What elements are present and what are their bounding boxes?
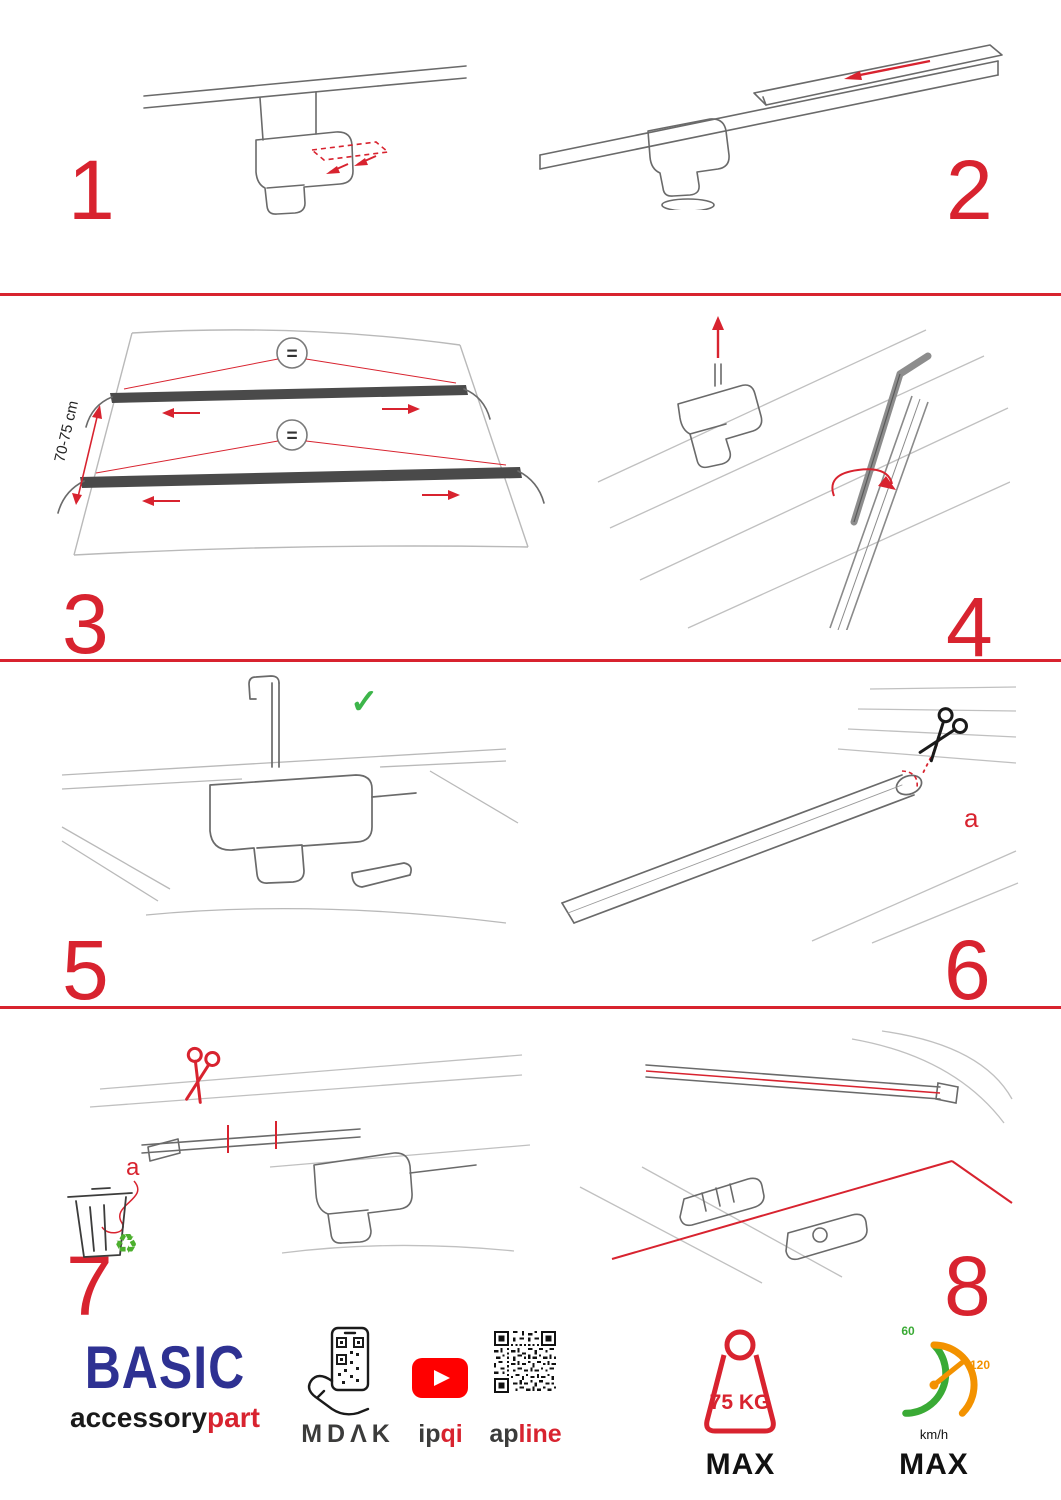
apline-logo: apline	[477, 1420, 574, 1449]
trash-bin-icon	[67, 1187, 133, 1258]
equals-top-label: =	[286, 344, 297, 365]
insert-pad-annotation	[310, 141, 390, 174]
phone-qr-finders	[336, 1337, 364, 1365]
bar-distance-label: 70-75 cm	[51, 399, 82, 464]
adjustment-arrows	[142, 404, 460, 506]
rubber-strip-highlight	[645, 1070, 941, 1094]
phone-outline	[307, 1326, 370, 1416]
phone-qr-icon	[307, 1326, 370, 1416]
section-divider-2	[0, 659, 1061, 662]
step-3-illustration: = = 70-75 cm	[51, 329, 545, 556]
weight-limit-label: 75 KG	[710, 1391, 771, 1414]
crossbar-feet	[57, 388, 545, 514]
recycle-icon: ♻	[114, 1229, 138, 1259]
speed-tick-high-label: 120	[970, 1358, 990, 1372]
ipqi-gray: ip	[418, 1420, 441, 1448]
bar-distance-dimension: 70-75 cm	[51, 399, 102, 505]
strap-drawing	[141, 1128, 361, 1162]
slide-direction-arrow	[844, 59, 931, 80]
step-4-number: 4	[946, 580, 993, 674]
weight-max-label: MAX	[705, 1448, 776, 1481]
brand-subtitle-red: part	[207, 1402, 260, 1433]
brand-subtitle-black: accessory	[70, 1402, 208, 1433]
alignment-guide-lines	[611, 1160, 1013, 1260]
brand-title: BASIC	[84, 1334, 246, 1402]
apline-red: line	[518, 1420, 562, 1448]
step-7-illustration: a ♻	[67, 1046, 530, 1259]
step-3-number: 3	[62, 577, 109, 671]
ipqi-logo: ipqi	[398, 1420, 483, 1449]
cut-annotation: a	[901, 738, 979, 833]
step-5-number: 5	[62, 923, 109, 1017]
roof-surface-lines	[597, 329, 1010, 629]
roof-lines	[61, 748, 519, 924]
pull-up-arrow	[712, 316, 724, 358]
footer: BASIC accessorypart	[0, 1318, 1061, 1500]
clamp-drawing	[677, 363, 763, 469]
phone-qr-dots	[338, 1341, 360, 1384]
cut-marks	[227, 1121, 277, 1153]
step-7-number: 7	[66, 1239, 113, 1333]
checkmark-icon: ✓	[350, 683, 379, 721]
clamp-drawing	[313, 1152, 477, 1244]
step-5-illustration: ✓	[61, 675, 519, 924]
cut-point-label: a	[964, 803, 979, 833]
ipqi-red: qi	[440, 1420, 463, 1448]
scissors-icon	[185, 1046, 221, 1104]
equals-bottom-label: =	[286, 426, 297, 447]
roof-frame	[73, 329, 529, 556]
roof-rail-drawing	[143, 65, 467, 215]
crossbar-drawing	[539, 44, 1003, 210]
roof-curves	[579, 1030, 1013, 1284]
cut-piece-label: a	[126, 1154, 140, 1181]
brand-subtitle: accessorypart	[52, 1402, 278, 1434]
allen-key-icon	[850, 352, 932, 526]
scissors-icon	[918, 707, 968, 763]
mdak-logo: MDΛK	[301, 1420, 395, 1448]
rail-channel	[829, 395, 929, 630]
speedometer-icon: 60 120 km/h	[901, 1324, 990, 1442]
step-8-number: 8	[944, 1239, 991, 1333]
roof-slats	[811, 686, 1019, 944]
section-divider-3	[0, 1006, 1061, 1009]
crossbar-cut-drawing	[561, 774, 923, 924]
step-4-illustration	[597, 316, 1010, 630]
mounting-pin	[248, 675, 280, 768]
fitting-pads	[679, 1177, 868, 1261]
bar-on-roof	[645, 1064, 959, 1104]
youtube-icon	[412, 1358, 468, 1398]
qr-finder-patterns	[494, 1331, 556, 1393]
weight-icon: 75 KG	[704, 1329, 776, 1434]
section-divider-1	[0, 293, 1061, 296]
crossbars	[80, 385, 522, 488]
roof-lines	[89, 1054, 530, 1254]
step-2-illustration	[539, 44, 1003, 210]
step-6-number: 6	[944, 923, 991, 1017]
speed-unit-label: km/h	[920, 1427, 948, 1442]
step-1-number: 1	[68, 143, 115, 237]
discard-squiggle-line	[101, 1180, 139, 1234]
equal-spacing-annotation: = =	[95, 337, 507, 474]
step-6-illustration: a	[561, 686, 1019, 944]
qr-code-icon	[494, 1331, 556, 1393]
apline-black: ap	[489, 1420, 519, 1448]
clamp-assembly	[209, 774, 417, 888]
step-2-number: 2	[946, 143, 993, 237]
step-8-illustration	[579, 1030, 1013, 1284]
speed-max-label: MAX	[899, 1448, 969, 1481]
speed-tick-low-label: 60	[901, 1324, 915, 1338]
step-1-illustration	[143, 65, 467, 215]
rotate-arrow	[831, 468, 896, 497]
